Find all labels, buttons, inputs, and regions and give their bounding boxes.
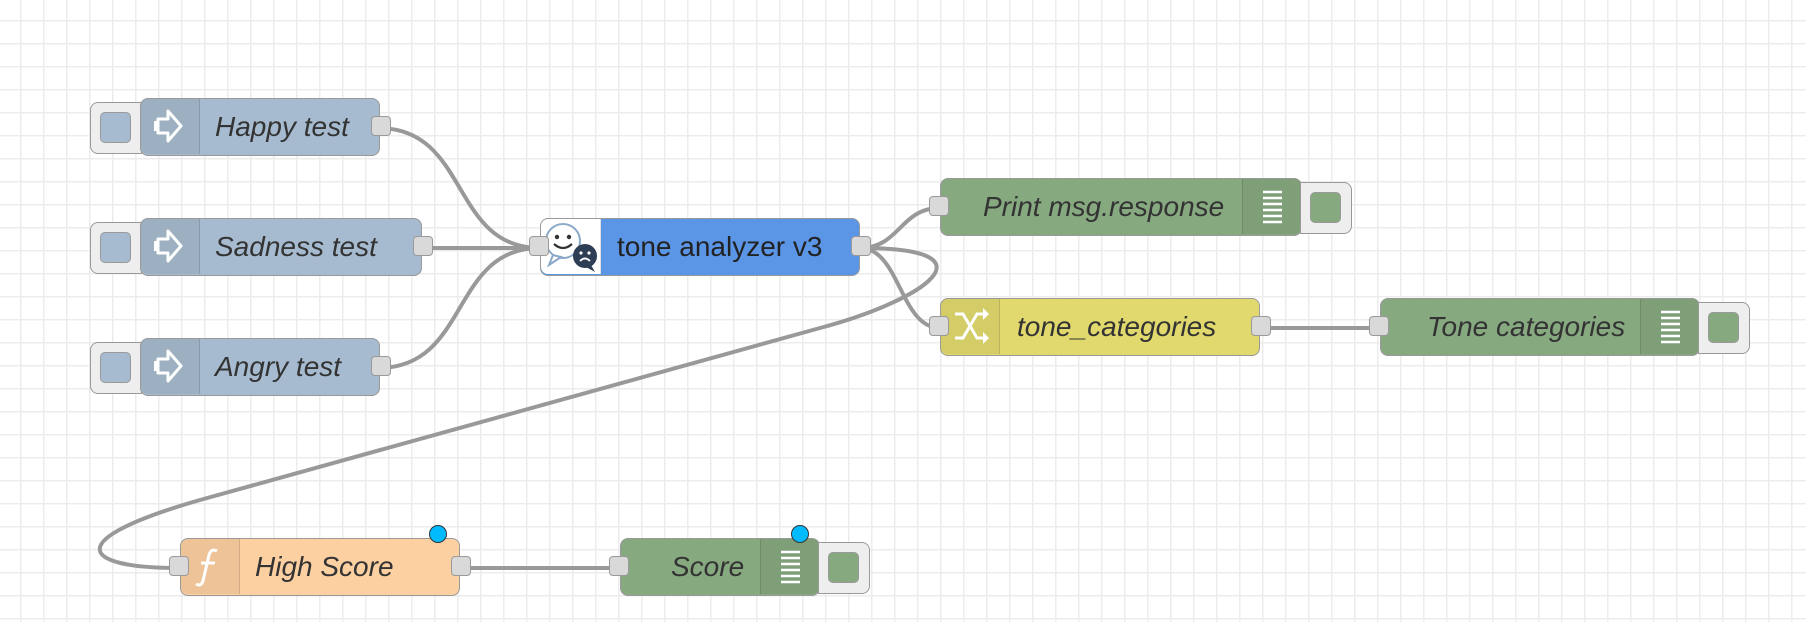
debug-list-icon <box>760 539 819 594</box>
debug-list-icon <box>1640 299 1699 354</box>
tone-faces-icon <box>541 219 601 274</box>
tone-categories-toggle-button[interactable] <box>1698 302 1750 354</box>
tone-categories-change-node[interactable]: tone_categories <box>929 298 1271 356</box>
happy-test-label: Happy test <box>215 111 349 142</box>
tone-analyzer-label: tone analyzer v3 <box>617 231 823 262</box>
happy-test-node[interactable]: Happy test <box>140 98 391 156</box>
tone-categories-input-port[interactable] <box>929 316 949 336</box>
print-response-label: Print msg.response <box>983 191 1225 222</box>
tone-analyzer-output-port[interactable] <box>851 236 871 256</box>
angry-test-output-port[interactable] <box>371 356 391 376</box>
debug-toggle-face <box>1310 192 1341 223</box>
sadness-test-output-port[interactable] <box>413 236 433 256</box>
arrow-in-icon <box>141 219 200 274</box>
high-score-changed-indicator <box>429 525 447 543</box>
print-response-input-port[interactable] <box>929 196 949 216</box>
print-response-node[interactable]: Print msg.response <box>929 178 1302 236</box>
sadness-test-label: Sadness test <box>215 231 377 262</box>
score-toggle-button[interactable] <box>818 542 870 594</box>
inject-button-face <box>100 112 131 143</box>
debug-toggle-face <box>1708 312 1739 343</box>
tone-categories-debug-node[interactable]: Tone categories <box>1369 298 1700 356</box>
arrow-in-icon <box>141 339 200 394</box>
function-icon <box>181 539 240 594</box>
tone-analyzer-node[interactable]: tone analyzer v3 <box>529 218 871 276</box>
happy-test-inject-button[interactable] <box>90 102 142 154</box>
wire-tone-to-categories[interactable] <box>859 246 941 330</box>
wire-tone-to-print[interactable] <box>859 206 941 250</box>
arrow-in-icon <box>141 99 200 154</box>
high-score-function-node[interactable]: High Score <box>169 525 471 596</box>
inject-button-face <box>100 352 131 383</box>
score-debug-node[interactable]: Score <box>609 525 820 596</box>
tone-categories-output-port[interactable] <box>1251 316 1271 336</box>
tone-categories-debug-label: Tone categories <box>1427 311 1626 342</box>
score-input-port[interactable] <box>609 556 629 576</box>
happy-test-output-port[interactable] <box>371 116 391 136</box>
tone-analyzer-input-port[interactable] <box>529 236 549 256</box>
shuffle-icon <box>941 299 1000 354</box>
angry-test-node[interactable]: Angry test <box>140 338 391 396</box>
debug-toggle-face <box>828 552 859 583</box>
tone-categories-debug-input-port[interactable] <box>1369 316 1389 336</box>
debug-list-icon <box>1242 179 1301 234</box>
sadness-test-inject-button[interactable] <box>90 222 142 274</box>
score-label: Score <box>671 551 745 582</box>
sadness-test-node[interactable]: Sadness test <box>140 218 433 276</box>
high-score-input-port[interactable] <box>169 556 189 576</box>
high-score-label: High Score <box>255 551 394 582</box>
score-changed-indicator <box>791 525 809 543</box>
print-response-toggle-button[interactable] <box>1300 182 1352 234</box>
inject-button-face <box>100 232 131 263</box>
high-score-output-port[interactable] <box>451 556 471 576</box>
angry-test-label: Angry test <box>215 351 342 382</box>
angry-test-inject-button[interactable] <box>90 342 142 394</box>
tone-categories-label: tone_categories <box>1017 311 1217 342</box>
wire-tone-to-highscore[interactable] <box>98 246 939 570</box>
